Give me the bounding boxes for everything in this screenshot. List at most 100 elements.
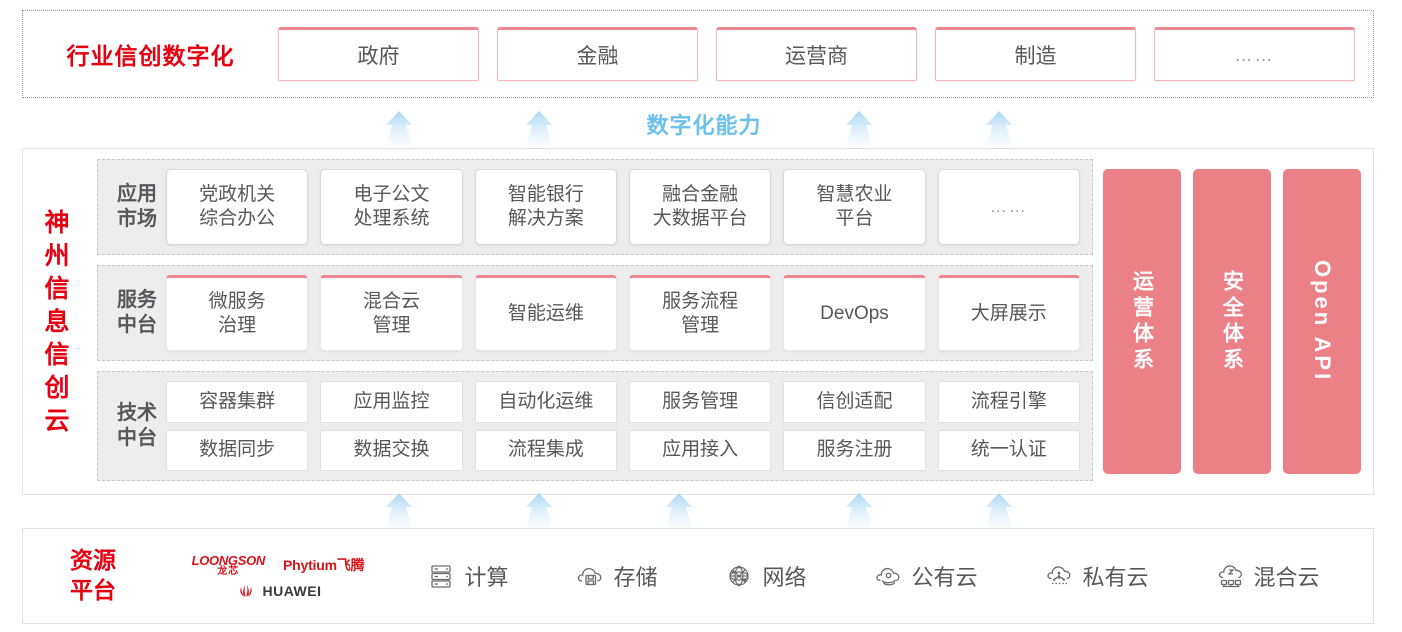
resource-item-label: 网络 [762, 565, 807, 590]
card-line: 电子公文 [353, 184, 430, 206]
layer-label-line: 应用 [117, 182, 157, 205]
layer-label-line: 市场 [117, 208, 157, 230]
resource-panel-title: 资源 平台 [23, 546, 163, 606]
loongson-logo-cn: 龙芯 [217, 565, 240, 577]
tech-card-app-monitoring[interactable]: 应用监控 [320, 381, 463, 423]
resource-title-line: 平台 [70, 577, 116, 603]
cloud-title-char: 创 [44, 374, 70, 402]
up-arrow-icon [652, 492, 706, 528]
service-card-microservice-governance[interactable]: 微服务 治理 [166, 275, 309, 351]
card-line: 解决方案 [507, 208, 584, 229]
server-icon [426, 561, 456, 591]
technology-card-row: 数据同步 数据交换 流程集成 应用接入 服务注册 统一认证 [166, 429, 1080, 471]
card-line: 党政机关 [199, 184, 276, 206]
industry-band: 行业信创数字化 政府 金融 运营商 制造 …… [22, 10, 1374, 98]
pillar-label: Open API [1310, 260, 1335, 383]
tech-card-data-exchange[interactable]: 数据交换 [320, 429, 463, 471]
tech-card-process-engine[interactable]: 流程引擎 [937, 381, 1080, 423]
industry-card-finance[interactable]: 金融 [497, 27, 698, 81]
service-card-intelligent-ops[interactable]: 智能运维 [474, 275, 617, 351]
layer-label-line: 服务 [117, 288, 157, 311]
public-cloud-icon [873, 561, 903, 591]
tech-card-container-cluster[interactable]: 容器集群 [166, 381, 309, 423]
up-arrow-icon [972, 492, 1026, 528]
layer-stack: 应用 市场 党政机关 综合办公 电子公文 [97, 159, 1093, 484]
resource-item-hybrid-cloud[interactable]: 混合云 [1215, 560, 1320, 592]
layer-label-technology-platform: 技术 中台 [108, 401, 166, 451]
tech-card-service-mgmt[interactable]: 服务管理 [628, 381, 772, 423]
card-line: 智慧农业 [816, 184, 893, 206]
vendor-logo-row: LOONGSON 龙芯 Phytium飞腾 [192, 554, 365, 577]
app-card-edoc-system[interactable]: 电子公文 处理系统 [320, 169, 463, 245]
resource-item-network[interactable]: 网络 [724, 560, 807, 592]
cloud-title-char: 州 [44, 242, 70, 270]
loongson-logo-text: LOONGSON [191, 552, 266, 568]
resource-item-private-cloud[interactable]: 私有云 [1044, 560, 1149, 592]
pillar-operations-system[interactable]: 运营体系 [1103, 169, 1181, 474]
card-line: 处理系统 [353, 208, 430, 229]
application-card-list: 党政机关 综合办公 电子公文 处理系统 智能银行 [166, 169, 1080, 245]
industry-card-government[interactable]: 政府 [278, 27, 479, 81]
up-arrow-icon [972, 110, 1026, 146]
pillar-label: 安全体系 [1220, 269, 1244, 374]
industry-band-title: 行业信创数字化 [66, 43, 235, 69]
tech-card-process-integration[interactable]: 流程集成 [474, 429, 617, 471]
tech-card-data-sync[interactable]: 数据同步 [166, 429, 309, 471]
layer-label-service-platform: 服务 中台 [108, 288, 166, 338]
cloud-title-char: 神 [44, 209, 70, 237]
industry-card-more[interactable]: …… [1154, 27, 1355, 81]
card-line: 混合云 [362, 291, 420, 313]
service-card-dashboard[interactable]: 大屏展示 [937, 275, 1080, 351]
card-line: 大数据平台 [652, 208, 748, 229]
technology-card-row: 容器集群 应用监控 自动化运维 服务管理 信创适配 流程引擎 [166, 381, 1080, 423]
tech-card-unified-auth[interactable]: 统一认证 [937, 429, 1080, 471]
tech-card-app-access[interactable]: 应用接入 [628, 429, 772, 471]
card-line: 智能银行 [507, 184, 584, 206]
cloud-title-char: 云 [44, 407, 70, 435]
resource-item-compute[interactable]: 计算 [426, 560, 509, 592]
industry-card-list: 政府 金融 运营商 制造 …… [278, 27, 1373, 81]
industry-card-telecom[interactable]: 运营商 [716, 27, 917, 81]
service-card-devops[interactable]: DevOps [783, 275, 926, 351]
resource-arrow-row [0, 486, 1402, 528]
tech-card-xinchuang-adaptation[interactable]: 信创适配 [783, 381, 926, 423]
tech-card-automated-ops[interactable]: 自动化运维 [474, 381, 617, 423]
technology-card-grid: 容器集群 应用监控 自动化运维 服务管理 信创适配 流程引擎 数据同步 数据交换… [166, 381, 1080, 471]
app-card-government-office[interactable]: 党政机关 综合办公 [166, 169, 309, 245]
resource-platform-panel: 资源 平台 LOONGSON 龙芯 Phytium飞腾 [22, 528, 1374, 624]
up-arrow-icon [372, 110, 426, 146]
resource-title-line: 资源 [70, 547, 116, 574]
service-card-hybrid-cloud-mgmt[interactable]: 混合云 管理 [320, 275, 463, 351]
storage-cloud-icon [575, 561, 605, 591]
layer-label-line: 中台 [117, 427, 157, 449]
service-card-list: 微服务 治理 混合云 管理 智能运维 [166, 275, 1080, 351]
huawei-logo-text: HUAWEI [262, 582, 322, 599]
resource-item-storage[interactable]: 存储 [575, 560, 658, 592]
capability-arrow-row: 数字化能力 [0, 104, 1402, 146]
service-card-service-process-mgmt[interactable]: 服务流程 管理 [628, 275, 772, 351]
app-card-more[interactable]: …… [937, 169, 1080, 245]
pillar-security-system[interactable]: 安全体系 [1193, 169, 1271, 474]
pillar-group: 运营体系 安全体系 Open API [1103, 159, 1361, 484]
cloud-title-char: 息 [44, 308, 70, 336]
layer-application-market: 应用 市场 党政机关 综合办公 电子公文 [97, 159, 1093, 255]
card-line: 管理 [681, 315, 720, 336]
cloud-title-char: 信 [44, 341, 70, 369]
tech-card-service-registry[interactable]: 服务注册 [783, 429, 926, 471]
resource-item-public-cloud[interactable]: 公有云 [873, 560, 978, 592]
up-arrow-icon [832, 110, 886, 146]
pillar-label: 运营体系 [1130, 269, 1154, 374]
card-line: 服务流程 [662, 291, 739, 313]
app-card-finance-bigdata[interactable]: 融合金融 大数据平台 [628, 169, 772, 245]
app-card-smart-bank[interactable]: 智能银行 解决方案 [474, 169, 617, 245]
app-card-smart-agriculture[interactable]: 智慧农业 平台 [783, 169, 926, 245]
pillar-open-api[interactable]: Open API [1283, 169, 1361, 474]
card-line: DevOps [820, 303, 889, 325]
industry-card-manufacturing[interactable]: 制造 [935, 27, 1136, 81]
up-arrow-icon [512, 492, 566, 528]
layer-label-application-market: 应用 市场 [108, 182, 166, 232]
card-line: 融合金融 [662, 184, 739, 206]
resource-item-label: 公有云 [911, 565, 978, 590]
card-line: 平台 [835, 208, 874, 229]
